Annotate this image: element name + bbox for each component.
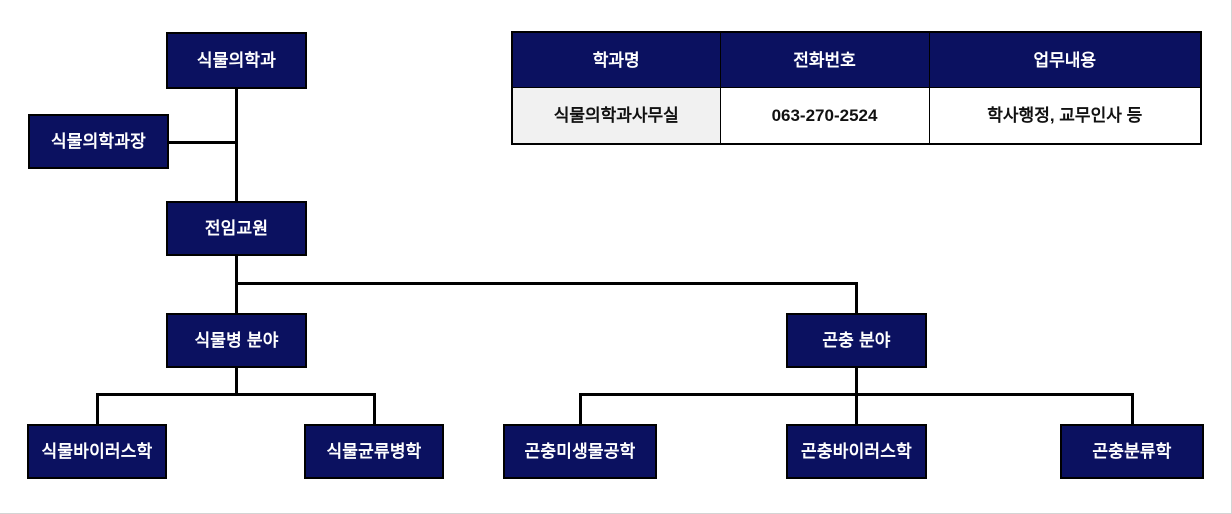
contact-table: 학과명 전화번호 업무내용 식물의학과사무실 063-270-2524 학사행정… bbox=[511, 31, 1202, 145]
node-division-plant-disease[interactable]: 식물병 분야 bbox=[166, 313, 307, 368]
connector-lab-insect-virology bbox=[855, 393, 858, 425]
connector-plant-division-down bbox=[235, 367, 238, 395]
cell-duties: 학사행정, 교무인사 등 bbox=[928, 87, 1202, 145]
connector-head-to-spine bbox=[168, 141, 238, 144]
connector-insect-division-down bbox=[855, 367, 858, 395]
column-header-duties: 업무내용 bbox=[928, 31, 1202, 88]
node-lab-insect-taxonomy[interactable]: 곤충분류학 bbox=[1060, 424, 1204, 479]
table-row: 식물의학과사무실 063-270-2524 학사행정, 교무인사 등 bbox=[511, 87, 1202, 145]
connector-faculty-down bbox=[235, 255, 238, 285]
node-lab-plant-mycology[interactable]: 식물균류병학 bbox=[304, 424, 444, 479]
cell-phone-number: 063-270-2524 bbox=[719, 87, 930, 145]
table-header-row: 학과명 전화번호 업무내용 bbox=[511, 31, 1202, 88]
node-division-insect[interactable]: 곤충 분야 bbox=[786, 313, 927, 368]
connector-lab-insect-microbiology bbox=[579, 393, 582, 425]
node-lab-insect-virology[interactable]: 곤충바이러스학 bbox=[786, 424, 927, 479]
cell-department-name: 식물의학과사무실 bbox=[511, 87, 721, 145]
connector-bus-to-insect-division bbox=[855, 282, 858, 314]
connector-lab-insect-taxonomy bbox=[1131, 393, 1134, 425]
connector-lab-plant-virology bbox=[96, 393, 99, 425]
node-full-time-faculty[interactable]: 전임교원 bbox=[166, 201, 307, 256]
connector-lab-plant-mycology bbox=[373, 393, 376, 425]
column-header-phone: 전화번호 bbox=[719, 31, 930, 88]
connector-division-bus bbox=[235, 282, 858, 285]
node-lab-plant-virology[interactable]: 식물바이러스학 bbox=[27, 424, 167, 479]
node-lab-insect-microbiology[interactable]: 곤충미생물공학 bbox=[503, 424, 657, 479]
node-department-head[interactable]: 식물의학과장 bbox=[28, 114, 169, 169]
connector-bus-to-plant-division bbox=[235, 282, 238, 314]
connector-plant-lab-bus bbox=[96, 393, 375, 396]
column-header-department: 학과명 bbox=[511, 31, 721, 88]
connector-dept-to-faculty bbox=[235, 88, 238, 203]
node-department[interactable]: 식물의학과 bbox=[166, 32, 307, 89]
